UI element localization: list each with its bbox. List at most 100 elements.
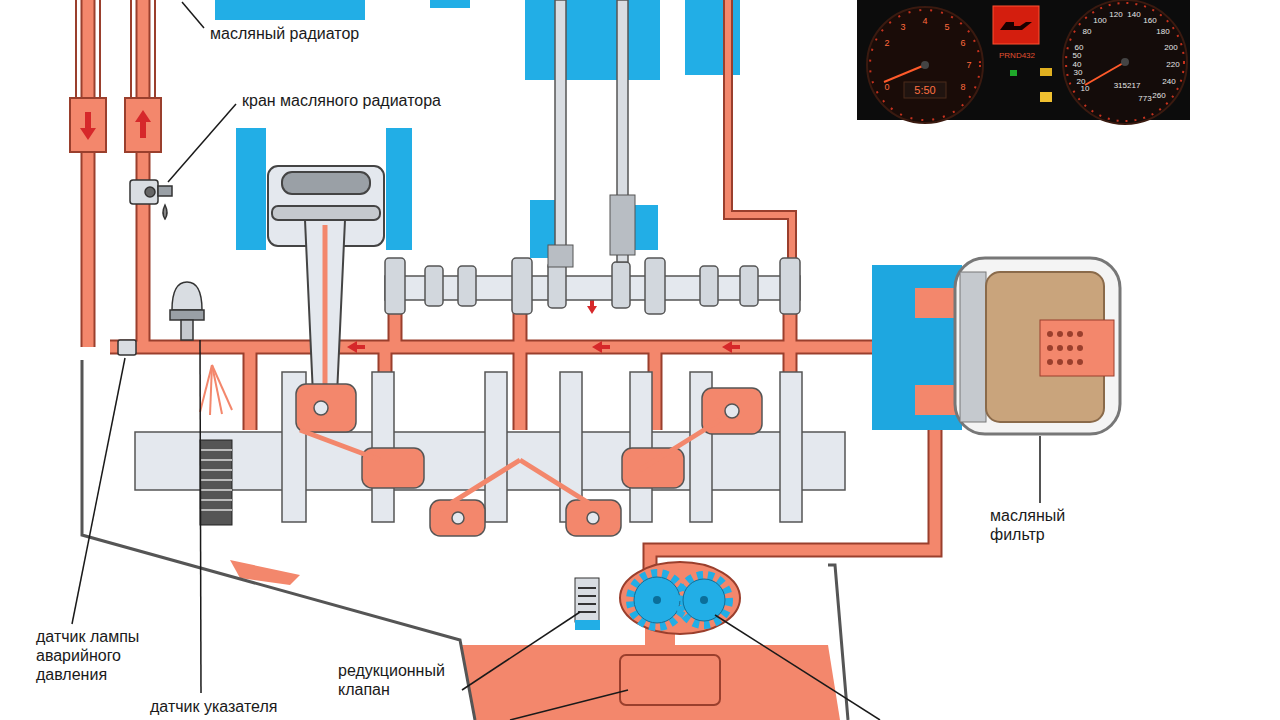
tachometer-number: 6	[960, 39, 965, 48]
radiator-tap	[163, 205, 167, 219]
oil-filter	[960, 272, 986, 422]
camshaft	[700, 266, 718, 306]
oil-sump	[462, 645, 840, 720]
oil-filter	[1047, 345, 1053, 351]
crankshaft	[372, 372, 394, 522]
tachometer-number: 5	[944, 23, 949, 32]
cylinder-wall	[236, 128, 266, 250]
oil-filter	[915, 288, 960, 318]
radiator-section	[99, 0, 101, 98]
oil-spray	[200, 365, 232, 415]
oil-spray	[210, 365, 212, 415]
crankshaft	[296, 384, 356, 432]
dashboard-photo	[993, 6, 1039, 44]
dashboard-photo	[870, 10, 980, 120]
leader-line	[168, 104, 236, 182]
oil-channels	[728, 0, 792, 272]
oil-pump	[620, 562, 740, 705]
leader-line	[462, 612, 580, 690]
flow-arrow	[135, 110, 151, 138]
crankshaft	[314, 401, 328, 415]
radiator-section	[70, 98, 106, 152]
reducing-valve	[578, 588, 596, 612]
dashboard-photo	[1063, 0, 1187, 124]
oil-channels	[728, 0, 792, 272]
oil-filter	[1077, 345, 1083, 351]
oil-pump	[683, 579, 725, 621]
crankshaft	[485, 372, 507, 522]
speedometer-number: 20	[1077, 78, 1086, 86]
dashboard-photo	[1040, 68, 1052, 76]
oil-pump	[634, 577, 680, 623]
camshaft	[385, 258, 800, 314]
oil-pump	[679, 575, 729, 625]
part-label: масляный радиатор	[208, 24, 361, 43]
leader-line	[72, 2, 1040, 720]
camshaft	[612, 262, 630, 308]
oil-filter	[872, 258, 1120, 434]
camshaft	[548, 262, 566, 308]
crankshaft	[430, 500, 485, 536]
oil-spray	[212, 365, 222, 414]
speedometer-number: 40	[1073, 61, 1082, 69]
valve-train	[555, 0, 566, 262]
oil-sump	[82, 360, 848, 720]
crankshaft	[780, 372, 802, 522]
cylinder-head-block	[430, 0, 470, 8]
camshaft	[512, 258, 532, 314]
dashboard-photo	[1066, 3, 1184, 121]
camshaft	[425, 266, 443, 306]
piston	[282, 172, 370, 194]
leader-line	[715, 615, 880, 720]
flow-arrow	[592, 341, 610, 353]
reducing-valve	[575, 620, 600, 630]
trip-readout: 773	[1138, 95, 1151, 103]
tachometer-number: 4	[922, 17, 927, 26]
oil-sump	[828, 565, 848, 720]
oil-spray	[212, 365, 232, 410]
piston	[268, 166, 384, 395]
tachometer-number: 3	[900, 23, 905, 32]
oil-channels	[88, 0, 935, 575]
oil-pump	[653, 596, 661, 604]
crankshaft	[362, 448, 424, 488]
oil-channels	[88, 0, 935, 575]
leader-line	[200, 340, 201, 693]
camshaft	[385, 276, 800, 300]
speedometer-number: 160	[1143, 17, 1156, 25]
pressure-sensor	[181, 320, 193, 340]
leader-line	[510, 690, 628, 720]
oil-filter	[1047, 331, 1053, 337]
part-label: датчик лампы аварийного давления	[34, 627, 188, 685]
cylinder-head-block	[215, 0, 365, 20]
valve-train	[548, 245, 573, 267]
camshaft	[385, 258, 405, 314]
dashboard-photo	[1000, 22, 1032, 30]
part-label: масляный фильтр	[988, 506, 1092, 544]
radiator-section	[75, 0, 77, 98]
crank-gear	[200, 450, 232, 510]
odometer-readout: 315217	[1114, 82, 1141, 90]
crank-gear	[200, 440, 232, 525]
tachometer-number: 8	[960, 83, 965, 92]
dashboard-photo	[867, 7, 983, 123]
camshaft	[740, 266, 758, 306]
valve-train	[610, 195, 635, 255]
speedometer-number: 140	[1127, 11, 1140, 19]
valve-train	[530, 0, 658, 267]
speedometer-number: 80	[1083, 28, 1092, 36]
cylinder-wall	[386, 128, 412, 250]
oil-filter	[1077, 331, 1083, 337]
tachometer-number: 0	[884, 83, 889, 92]
pressure-sensor	[118, 282, 204, 355]
dashboard-photo	[921, 61, 929, 69]
dashboard-photo	[857, 0, 1190, 124]
flow-arrow	[347, 341, 365, 353]
radiator-tap	[130, 180, 158, 204]
tachometer-number: 2	[884, 39, 889, 48]
crankshaft	[622, 448, 684, 488]
radiator-section	[70, 0, 161, 152]
